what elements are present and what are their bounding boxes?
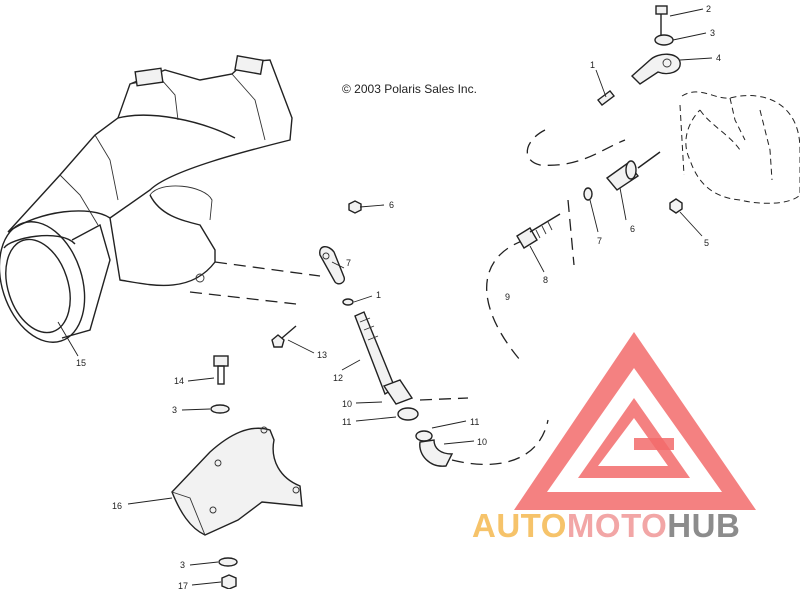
wordmark-auto: AUTO: [472, 507, 567, 544]
nut-6-mid: [348, 200, 362, 214]
washer-3-mid: [210, 404, 230, 414]
control-rod-12: [354, 311, 396, 396]
callout-6-mid: 6: [389, 200, 394, 210]
mounting-bracket-16: [171, 426, 303, 536]
callout-labels: 2 3 4 1 5 6 7 8 9 6 7 1 13 12 10 11 11 1…: [76, 4, 721, 589]
shift-cable-lower-2: [419, 397, 469, 401]
callout-3-top: 3: [710, 28, 715, 38]
shift-cable-9: [486, 239, 526, 361]
callout-4-top: 4: [716, 53, 721, 63]
rod-end-4: [630, 53, 681, 85]
callout-9: 9: [505, 292, 510, 302]
callout-1-mid: 1: [376, 290, 381, 300]
rod-end-7-mid: [319, 246, 346, 285]
pivot-guide-line-2: [189, 291, 297, 305]
automotohub-wordmark: AUTOMOTOHUB: [472, 507, 740, 544]
bolt-14: [213, 355, 229, 385]
nut-1-top: [597, 90, 615, 106]
callout-10-lower: 10: [477, 437, 487, 447]
nut-5: [669, 198, 683, 214]
cable-guide-right: [567, 199, 575, 266]
shift-cable-lower: [451, 419, 549, 466]
callout-12: 12: [333, 373, 343, 383]
callout-2-top: 2: [706, 4, 711, 14]
callout-13: 13: [317, 350, 327, 360]
callout-11-mid: 11: [342, 417, 351, 427]
nut-1-mid: [342, 298, 354, 306]
washer-3-top: [654, 34, 674, 46]
cable-end-8: [516, 213, 561, 249]
shift-cable-upper: [526, 129, 626, 166]
callout-15: 15: [76, 358, 86, 368]
callout-7-mid: 7: [346, 258, 351, 268]
callout-11-lower: 11: [470, 417, 479, 427]
callout-3-mid: 3: [172, 405, 177, 415]
wordmark-moto: MOTO: [567, 507, 667, 544]
bolt-2-head: [655, 5, 668, 15]
callout-8: 8: [543, 275, 548, 285]
callout-14: 14: [174, 376, 184, 386]
nut-17: [221, 574, 237, 589]
leader-lines: [57, 8, 713, 586]
callout-6-right: 6: [630, 224, 635, 234]
bolt-13: [271, 325, 297, 348]
nut-11-mid: [397, 407, 419, 421]
callout-16: 16: [112, 501, 122, 511]
callout-3-bottom: 3: [180, 560, 185, 570]
copyright-notice: © 2003 Polaris Sales Inc.: [342, 82, 477, 96]
callout-5: 5: [704, 238, 709, 248]
pivot-guide-line: [214, 261, 321, 277]
callout-10-mid: 10: [342, 399, 352, 409]
wordmark-hub: HUB: [667, 507, 740, 544]
automotohub-logo: [514, 332, 756, 510]
top-rod-end-assembly: [597, 5, 681, 106]
elbow-fitting-10: [415, 430, 454, 467]
callout-17: 17: [178, 581, 188, 589]
axle-housing: [0, 55, 293, 343]
washer-7-right: [583, 187, 593, 201]
transmission-outline: [681, 91, 800, 204]
cable-adjuster-6: [605, 151, 661, 191]
callout-1-top: 1: [590, 60, 595, 70]
callout-7-right: 7: [597, 236, 602, 246]
mid-rod-end-assembly: [319, 200, 419, 421]
washer-3-bottom: [218, 557, 238, 567]
